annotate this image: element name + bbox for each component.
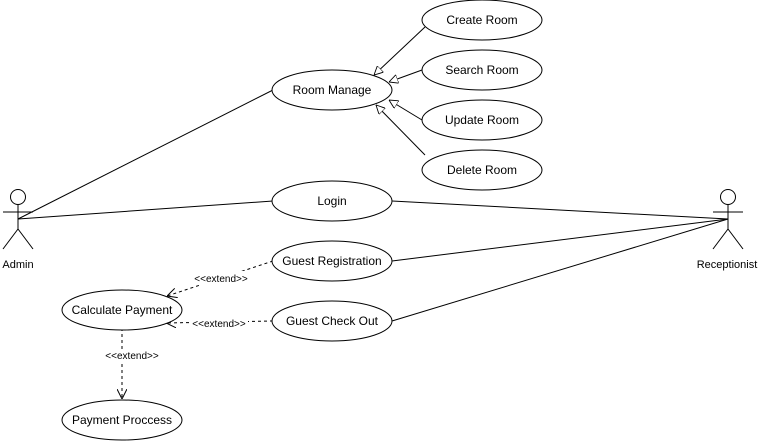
receptionist-login-link xyxy=(391,200,729,220)
use-case-create-room[interactable]: Create Room xyxy=(421,0,543,41)
svg-text:Login: Login xyxy=(317,194,346,208)
svg-text:Search Room: Search Room xyxy=(445,63,518,77)
extend-label-bg xyxy=(192,271,250,285)
search-room-generalization xyxy=(389,69,423,82)
use-case-delete-room[interactable]: Delete Room xyxy=(421,149,543,191)
svg-text:Guest Registration: Guest Registration xyxy=(282,254,381,268)
actor-head-icon xyxy=(720,189,736,205)
receptionist-registration-link xyxy=(391,218,729,262)
extend-checkout-label: <<extend>> xyxy=(192,319,246,330)
use-case-search-room[interactable]: Search Room xyxy=(421,49,543,91)
create-room-generalization xyxy=(374,26,426,75)
actor-receptionist[interactable]: Receptionist xyxy=(697,189,758,272)
svg-text:Payment Proccess: Payment Proccess xyxy=(72,413,172,427)
delete-room-generalization xyxy=(376,105,426,156)
extend-registration-label: <<extend>> xyxy=(194,274,248,285)
use-case-login[interactable]: Login xyxy=(271,180,393,222)
update-room-generalization xyxy=(389,100,423,121)
actor-admin[interactable]: Admin xyxy=(2,189,34,272)
extend-label-bg xyxy=(190,317,248,330)
actor-receptionist-label: Receptionist xyxy=(697,259,758,271)
extend-payment-label: <<extend>> xyxy=(105,351,159,362)
actor-admin-label: Admin xyxy=(2,259,33,271)
extend-label-bg xyxy=(103,349,161,362)
use-case-guest-check-out[interactable]: Guest Check Out xyxy=(271,300,393,342)
use-case-guest-registration[interactable]: Guest Registration xyxy=(271,240,393,282)
receptionist-checkout-link xyxy=(391,218,729,322)
actor-head-icon xyxy=(10,189,26,205)
use-case-calculate-payment[interactable]: Calculate Payment xyxy=(61,289,183,331)
use-case-payment-process[interactable]: Payment Proccess xyxy=(61,399,183,441)
svg-text:Create Room: Create Room xyxy=(446,13,517,27)
use-case-room-manage[interactable]: Room Manage xyxy=(271,69,393,111)
svg-text:Guest Check Out: Guest Check Out xyxy=(286,314,379,328)
admin-login-link xyxy=(17,200,274,220)
svg-text:Calculate Payment: Calculate Payment xyxy=(72,303,173,317)
svg-text:Update Room: Update Room xyxy=(445,113,519,127)
admin-room-manage-link xyxy=(17,89,274,220)
svg-text:Room Manage: Room Manage xyxy=(293,83,372,97)
use-case-update-room[interactable]: Update Room xyxy=(421,99,543,141)
svg-text:Delete Room: Delete Room xyxy=(447,163,517,177)
